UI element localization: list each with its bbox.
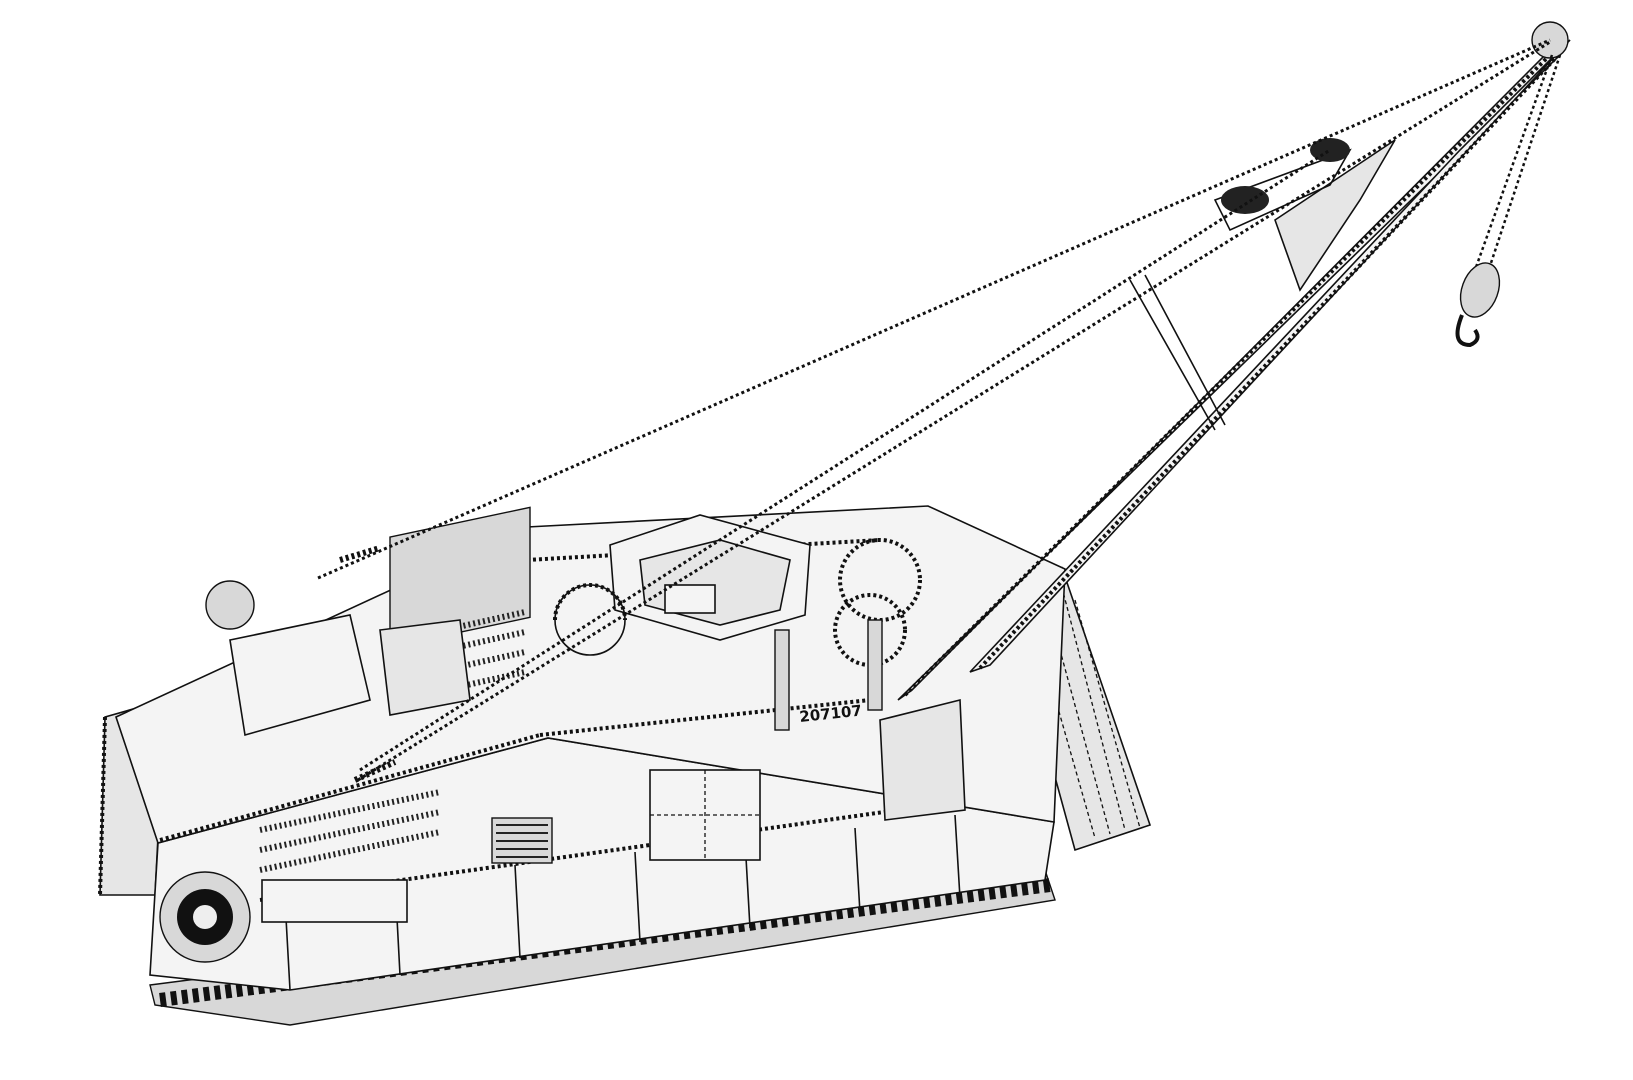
tow-spring-2 [353, 759, 397, 783]
exhaust-stack-2 [867, 619, 883, 711]
crane-boom [897, 32, 1571, 701]
idler-wheel-top [205, 580, 255, 630]
front-stowage-box [229, 614, 371, 737]
hatch-seams [650, 770, 760, 860]
deck-edge-rivets [539, 698, 871, 737]
side-skirt-dividers [284, 814, 961, 991]
boom-brace [1213, 148, 1352, 232]
vent-slats [496, 824, 548, 858]
sheave-block [1221, 21, 1569, 214]
winch-housing [879, 698, 966, 821]
crane-cables [317, 38, 1562, 782]
crane-hook [1455, 262, 1501, 348]
hatch-ring-bolts [553, 583, 627, 621]
exhaust-stack [774, 629, 790, 731]
boom-cross-strut [1129, 274, 1226, 431]
hull-deck [115, 505, 1066, 844]
wheel-center [193, 905, 217, 929]
side-panel-window [261, 879, 408, 923]
tow-spring [339, 545, 381, 563]
grille-slats-lower [259, 789, 441, 873]
front-stowage-box-2 [379, 619, 471, 716]
vision-block [664, 584, 716, 614]
